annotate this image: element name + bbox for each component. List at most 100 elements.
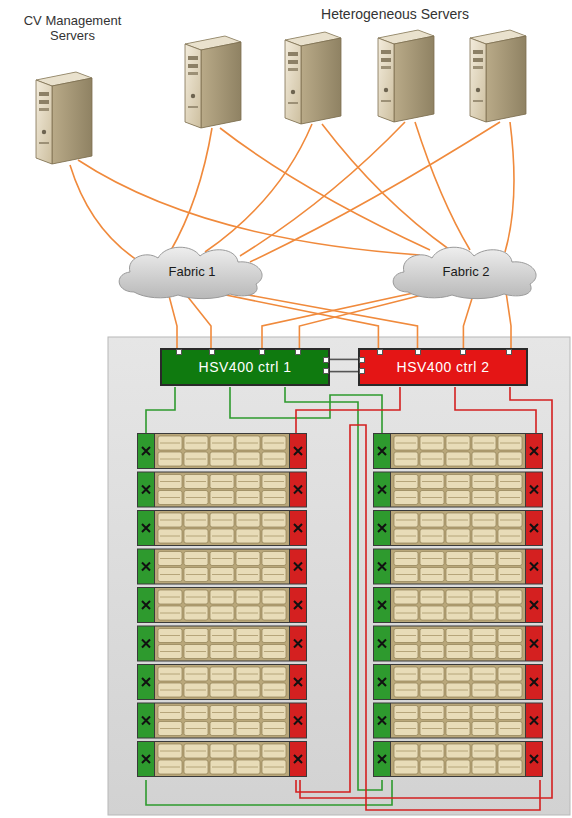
drive-handle xyxy=(238,767,258,768)
drive xyxy=(420,606,444,620)
drive-handle xyxy=(264,728,284,729)
shelf-bay xyxy=(155,473,289,507)
drive xyxy=(394,436,418,450)
server-wires xyxy=(70,122,514,262)
drive xyxy=(394,552,418,566)
drive xyxy=(236,645,260,659)
drive-handle xyxy=(500,520,520,521)
drive xyxy=(236,590,260,604)
io-symbol xyxy=(530,678,538,686)
drive xyxy=(262,744,286,758)
drive xyxy=(498,760,522,774)
drive xyxy=(184,590,208,604)
drive-handle xyxy=(396,674,416,675)
drive-handle xyxy=(448,481,468,482)
shelf-io-b xyxy=(290,511,306,545)
drive xyxy=(472,452,496,466)
drive-handle xyxy=(160,712,180,713)
drive-handle xyxy=(212,613,232,614)
drive-handle xyxy=(186,536,206,537)
drive xyxy=(262,606,286,620)
drive xyxy=(446,744,470,758)
drive-handle xyxy=(448,728,468,729)
shelf-bay xyxy=(391,665,525,699)
io-symbol xyxy=(142,678,150,686)
drive-handle xyxy=(396,459,416,460)
drive-handle xyxy=(160,767,180,768)
drive xyxy=(498,606,522,620)
io-symbol xyxy=(378,717,386,725)
fc-port xyxy=(506,349,512,355)
drive-handle xyxy=(160,635,180,636)
shelf-io-b xyxy=(290,665,306,699)
io-symbol xyxy=(378,601,386,609)
drive-handle xyxy=(500,613,520,614)
drive-handle xyxy=(264,767,284,768)
drive-handle xyxy=(474,497,494,498)
drive-handle xyxy=(422,767,442,768)
drive-handle xyxy=(212,536,232,537)
drive-handle xyxy=(238,536,258,537)
drive-handle xyxy=(186,674,206,675)
io-symbol xyxy=(530,717,538,725)
drive-handle xyxy=(264,613,284,614)
fabric-label: Fabric 2 xyxy=(443,264,490,279)
fc-port xyxy=(176,349,182,355)
drive-handle xyxy=(448,459,468,460)
shelf-bay xyxy=(155,550,289,584)
drive xyxy=(420,513,444,527)
fibre-link xyxy=(330,359,358,361)
fibre-link xyxy=(506,292,511,348)
drive-handle xyxy=(212,767,232,768)
drive xyxy=(236,744,260,758)
shelf-frame xyxy=(373,587,543,623)
drive-handle xyxy=(448,712,468,713)
shelf-io-a xyxy=(374,588,390,622)
drive xyxy=(446,722,470,736)
io-symbol xyxy=(294,678,302,686)
drive-handle xyxy=(212,497,232,498)
fc-port xyxy=(415,349,421,355)
drive-handle xyxy=(422,674,442,675)
drive-handle xyxy=(422,497,442,498)
drive-handle xyxy=(500,767,520,768)
drive xyxy=(236,552,260,566)
drive xyxy=(446,683,470,697)
drive xyxy=(184,667,208,681)
drive-handle xyxy=(422,751,442,752)
drive-handle xyxy=(160,674,180,675)
shelf-io-a xyxy=(374,434,390,468)
drive-handle xyxy=(212,443,232,444)
drive-handle xyxy=(422,728,442,729)
drive-handle xyxy=(448,443,468,444)
drive-handle xyxy=(448,651,468,652)
drive xyxy=(394,706,418,720)
drive-handle xyxy=(238,597,258,598)
drive xyxy=(446,568,470,582)
drive-handle xyxy=(474,728,494,729)
cloud-outline xyxy=(393,247,536,298)
drive-handle xyxy=(448,751,468,752)
drive-handle xyxy=(422,536,442,537)
drive-handle xyxy=(264,651,284,652)
drive xyxy=(472,568,496,582)
mirror-port xyxy=(323,357,329,363)
drive xyxy=(498,744,522,758)
shelf-frame xyxy=(137,472,307,508)
drive-handle xyxy=(448,574,468,575)
drive xyxy=(498,491,522,505)
drive xyxy=(262,513,286,527)
mirror-port xyxy=(359,357,365,363)
drive-handle xyxy=(160,558,180,559)
drive-handle xyxy=(500,674,520,675)
drive-handle xyxy=(264,690,284,691)
drive-handle xyxy=(238,712,258,713)
drive xyxy=(210,590,234,604)
drive xyxy=(446,452,470,466)
drive xyxy=(472,552,496,566)
shelf-frame xyxy=(137,433,307,469)
drive-handle xyxy=(500,690,520,691)
drive xyxy=(420,452,444,466)
drive-handle xyxy=(264,497,284,498)
drive xyxy=(446,667,470,681)
